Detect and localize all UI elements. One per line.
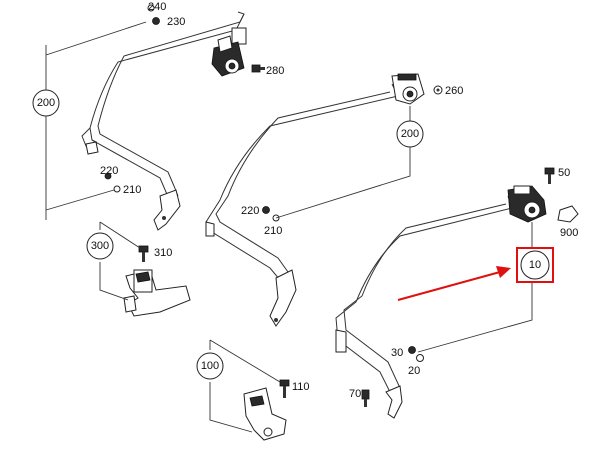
bolt-50-icon [544, 167, 555, 184]
label-220a: 220 [100, 165, 118, 177]
nut-230-icon [152, 17, 160, 25]
label-300: 300 [91, 240, 109, 252]
center-lower-anchor [269, 269, 297, 327]
nut-220a-icon [104, 172, 112, 180]
callout-10 [520, 250, 550, 280]
highlight-box [516, 247, 554, 283]
washer-210a-icon [113, 185, 121, 193]
label-50: 50 [558, 167, 570, 179]
bolt-110-icon [279, 379, 290, 398]
center-belt-webbing [205, 83, 399, 281]
label-310: 310 [154, 247, 172, 259]
label-70: 70 [349, 388, 361, 400]
right-lower-anchor [385, 385, 403, 419]
left-lower-anchor [153, 189, 181, 231]
callout-200b [396, 120, 424, 148]
buckle-100-assembly [196, 339, 290, 441]
right-belt-webbing [335, 195, 513, 397]
highlight-arrow-head [496, 266, 511, 278]
center-retractor [391, 73, 425, 105]
label-260: 260 [445, 85, 463, 97]
bolt-310-icon [138, 245, 149, 262]
label-110: 110 [292, 381, 310, 393]
callout-300 [86, 232, 114, 260]
label-100: 100 [201, 360, 219, 372]
buckle-300-assembly [86, 221, 191, 317]
label-280: 280 [266, 65, 284, 77]
label-20: 20 [408, 365, 420, 377]
nut-220b-icon [262, 206, 270, 214]
nut-30-icon [408, 346, 416, 354]
label-900: 900 [560, 227, 578, 239]
washer-240-icon [147, 4, 155, 12]
label-230: 230 [167, 16, 185, 28]
left-retractor [211, 27, 247, 77]
label-10: 10 [529, 259, 541, 271]
label-240: 240 [148, 1, 166, 13]
callout-200a [32, 89, 60, 117]
left-belt-assembly [32, 4, 265, 231]
washer-20-icon [416, 354, 424, 362]
label-200a: 200 [37, 97, 55, 109]
highlight-arrow [397, 271, 501, 301]
bolt-280-icon [251, 64, 265, 73]
guide-900-icon [557, 205, 579, 223]
label-200b: 200 [401, 128, 419, 140]
right-belt-assembly [335, 167, 579, 419]
part-number-labels: 240 230 280 200 220 210 300 310 260 200 … [37, 1, 579, 400]
label-210b: 210 [264, 225, 282, 237]
right-retractor [507, 185, 547, 223]
center-belt-assembly [205, 73, 443, 327]
label-30: 30 [391, 347, 403, 359]
label-210a: 210 [123, 184, 141, 196]
bolt-70-icon [361, 389, 370, 407]
highlight-part-10: 10 [397, 247, 554, 301]
label-220b: 220 [241, 205, 259, 217]
callout-100 [196, 352, 224, 380]
